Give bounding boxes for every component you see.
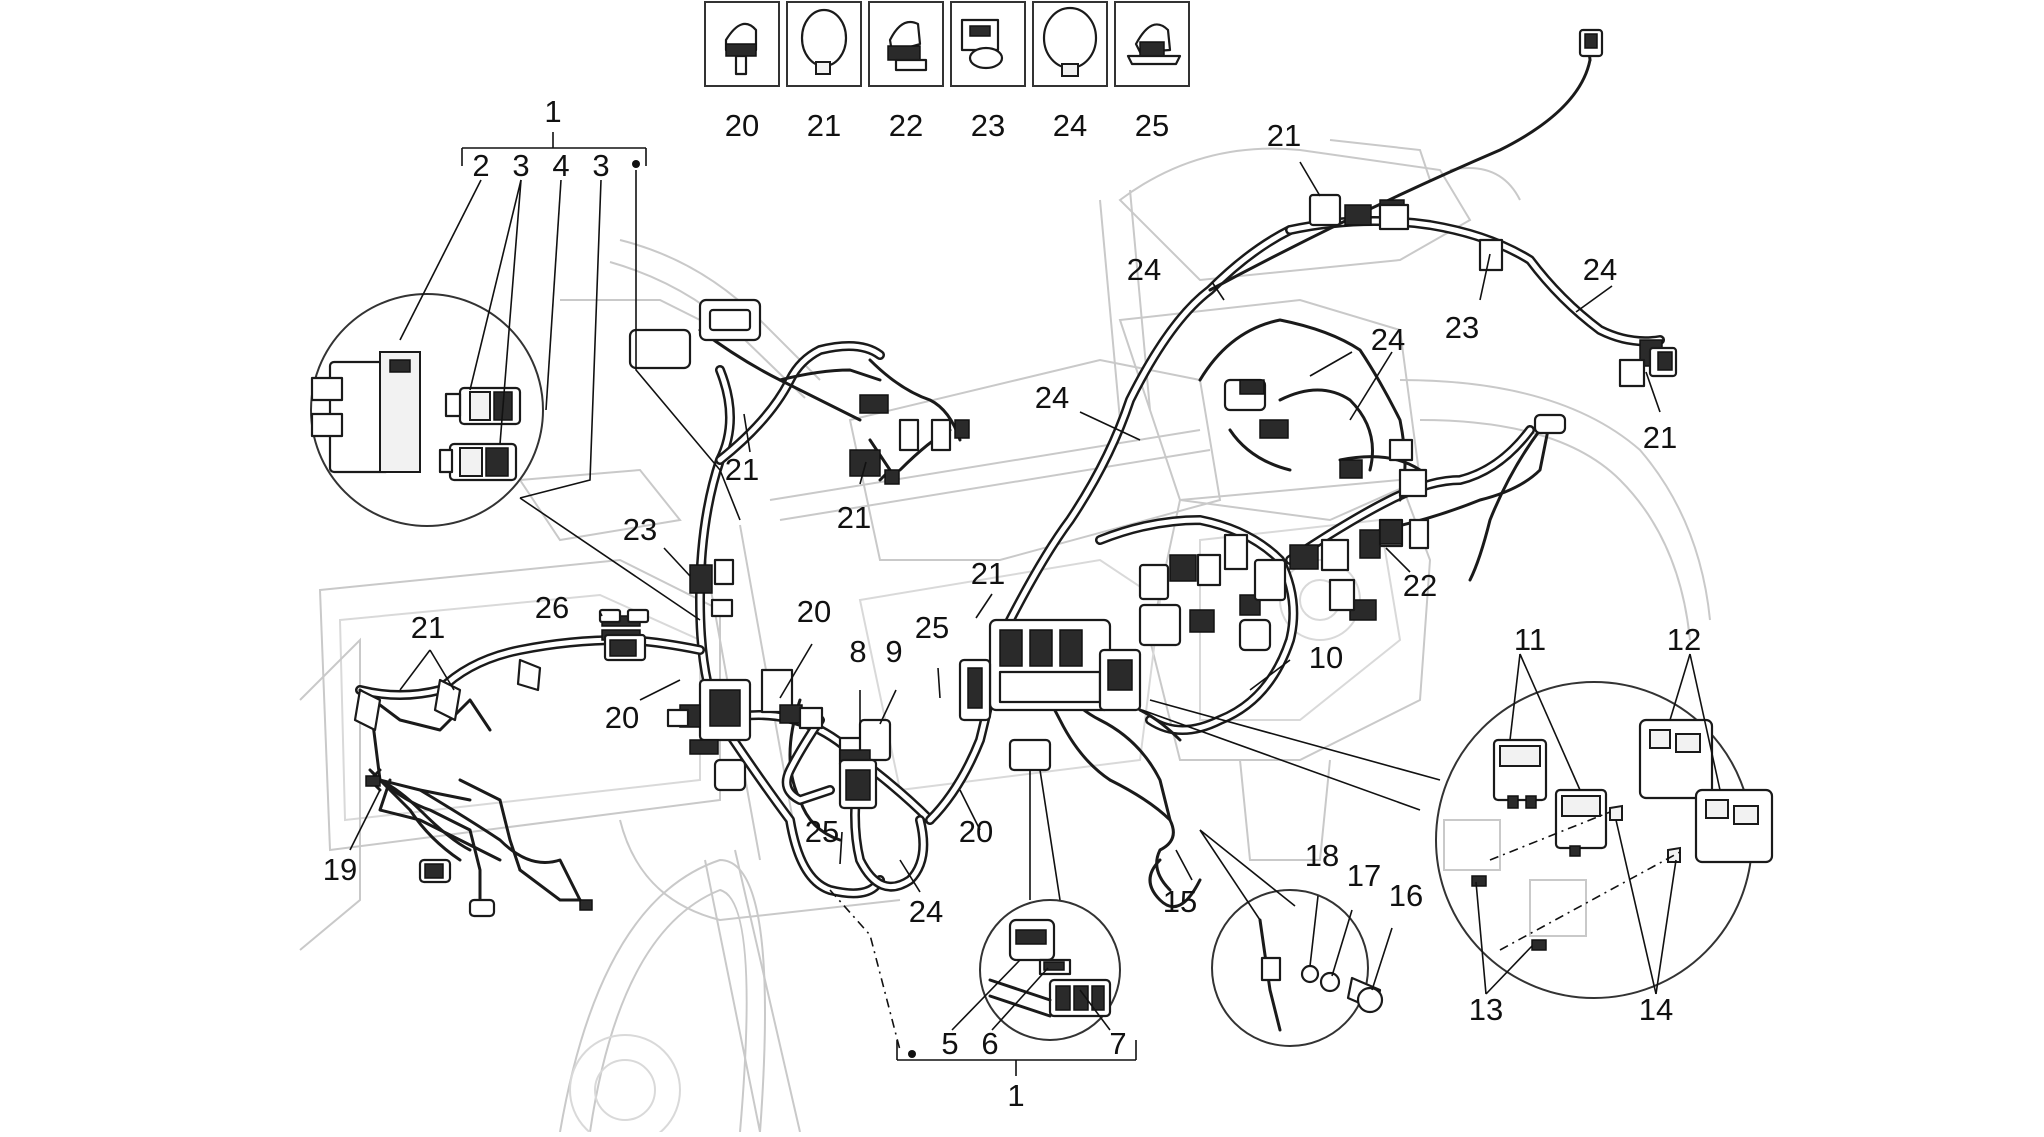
callout-24-right: 24 — [1583, 252, 1617, 287]
group-dot-top — [632, 160, 640, 168]
callout-14: 14 — [1639, 992, 1673, 1027]
callout-15: 15 — [1163, 884, 1197, 919]
cable-clip-bracket-icon — [1126, 23, 1182, 66]
kit-box-20 — [704, 1, 780, 87]
kit-box-22 — [868, 1, 944, 87]
group-item-7: 7 — [1109, 1026, 1126, 1061]
group-item-4: 4 — [552, 148, 569, 183]
callout-19: 19 — [323, 852, 357, 887]
kit-box-25 — [1114, 1, 1190, 87]
callout-18: 18 — [1305, 838, 1339, 873]
callout-leader-lines — [349, 161, 1721, 995]
callout-10: 10 — [1309, 640, 1343, 675]
callout-24-a: 24 — [1127, 252, 1161, 287]
group-item-3-b: 3 — [592, 148, 609, 183]
callout-11: 11 — [1514, 622, 1546, 657]
callout-26: 26 — [535, 590, 569, 625]
group-dot-bottom — [908, 1050, 916, 1058]
kit-label-23: 23 — [971, 108, 1005, 143]
callout-8: 8 — [849, 634, 866, 669]
callout-21-frame: 21 — [411, 610, 445, 645]
callout-9: 9 — [885, 634, 902, 669]
kit-label-25: 25 — [1135, 108, 1169, 143]
callout-21-center: 21 — [837, 500, 871, 535]
callout-24-bottom: 24 — [909, 894, 943, 929]
callout-16: 16 — [1389, 878, 1423, 913]
fastener-kit-row: 20 21 22 23 24 25 — [704, 1, 1190, 143]
callout-13: 13 — [1469, 992, 1503, 1027]
callout-25-a: 25 — [915, 610, 949, 645]
cable-holder-clip-icon — [887, 20, 928, 72]
kit-label-22: 22 — [889, 108, 923, 143]
group-bracket-bottom: 5 6 7 1 — [829, 769, 1137, 1113]
callout-23-left: 23 — [623, 512, 657, 547]
kit-box-23 — [950, 1, 1026, 87]
cable-clamp-icon — [960, 18, 1004, 70]
callout-17: 17 — [1347, 858, 1381, 893]
callout-12: 12 — [1667, 622, 1701, 657]
callout-numbers: 21 24 24 23 24 24 21 21 21 23 26 20 21 2… — [323, 118, 1701, 1027]
callout-21-right: 21 — [1643, 420, 1677, 455]
kit-label-20: 20 — [725, 108, 759, 143]
detail-circle-fuse-connectors — [310, 293, 544, 527]
callout-21-mid: 21 — [971, 556, 1005, 591]
callout-24-mid: 24 — [1371, 322, 1405, 357]
callout-24-left: 24 — [1035, 380, 1069, 415]
group-label-1-top: 1 — [544, 94, 561, 129]
harness-components — [353, 28, 1678, 918]
kit-box-24 — [1032, 1, 1108, 87]
cable-tie-loop-icon — [800, 8, 848, 75]
callout-22: 22 — [1403, 568, 1437, 603]
kit-box-21 — [786, 1, 862, 87]
group-bracket-top: 1 2 3 4 3 — [461, 94, 647, 183]
callout-21-top: 21 — [1267, 118, 1301, 153]
callout-23-right: 23 — [1445, 310, 1479, 345]
group-item-5: 5 — [941, 1026, 958, 1061]
detail-circle-relays — [1141, 681, 1774, 999]
kit-label-24: 24 — [1053, 108, 1087, 143]
leader-lines-top-group — [399, 170, 741, 621]
group-item-3-a: 3 — [512, 148, 529, 183]
callout-20-c: 20 — [959, 814, 993, 849]
callout-21-left-upper: 21 — [725, 452, 759, 487]
callout-25-b: 25 — [805, 814, 839, 849]
group-item-6: 6 — [981, 1026, 998, 1061]
cable-clip-with-pin-icon — [724, 22, 758, 76]
detail-circle-bolt-washers — [1199, 829, 1393, 1047]
callout-20-b: 20 — [605, 700, 639, 735]
cable-tie-large-icon — [1042, 6, 1098, 77]
group-label-1-bottom: 1 — [1007, 1078, 1024, 1113]
callout-20-a: 20 — [797, 594, 831, 629]
kit-label-21: 21 — [807, 108, 841, 143]
group-item-2: 2 — [472, 148, 489, 183]
